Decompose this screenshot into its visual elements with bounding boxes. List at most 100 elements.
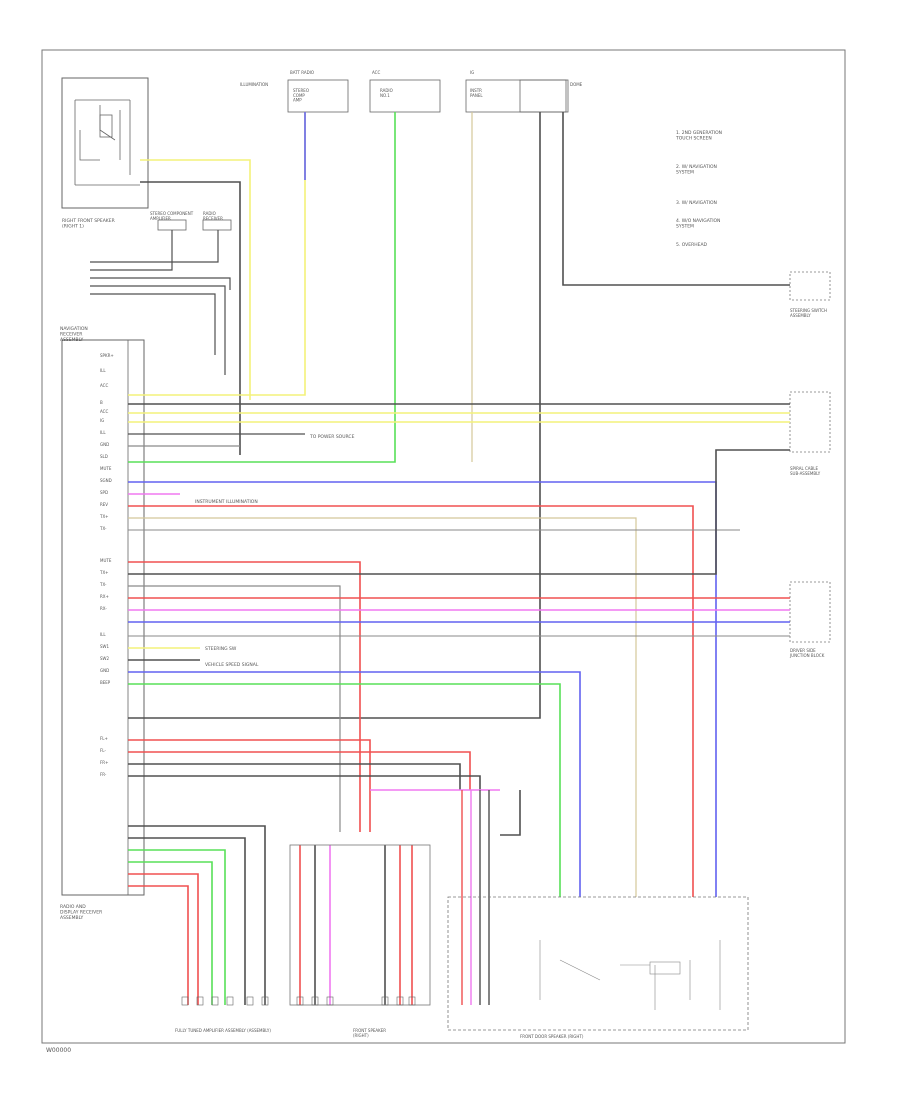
pin-label: ILL (100, 632, 106, 637)
wire-bundle-return (500, 790, 521, 836)
pin-label: TX- (99, 582, 107, 587)
connector-pin (396, 996, 404, 1006)
wire-bottom-1 (128, 825, 266, 1005)
right-connector-1 (789, 271, 831, 301)
fuse-label-acc: ACC (372, 70, 380, 75)
connector-pin (408, 996, 416, 1006)
wire-tan-long (128, 517, 637, 897)
pin-label: GND (100, 668, 109, 673)
wire-fuse-yellow (128, 112, 306, 396)
wire-harness-2 (90, 230, 173, 271)
connector-pin (211, 996, 219, 1006)
fuse-label-ig: IG (470, 70, 474, 75)
pin-label: SW2 (100, 656, 109, 661)
wire-bottom-5 (128, 873, 199, 1005)
connector-pin (181, 996, 189, 1006)
pin-label: SW1 (100, 644, 109, 649)
connector-pin (226, 996, 234, 1006)
note-instrument-illumination: INSTRUMENT ILLUMINATION (195, 499, 258, 505)
main-unit-box (61, 339, 145, 896)
pin-label: SPD (100, 490, 108, 495)
pin-label: FL+ (100, 736, 108, 741)
wire-red-5 (128, 739, 371, 832)
speaker-module-label: RIGHT FRONT SPEAKER(RIGHT 1) (62, 218, 115, 229)
wire-blue-long (128, 481, 717, 897)
pin-label: TX- (99, 526, 107, 531)
connector-pin (296, 996, 304, 1006)
wire-fuse-black (128, 112, 541, 719)
pin-label: FL- (100, 748, 106, 753)
bottom-pins (181, 996, 416, 1006)
pin-label: MUTE (100, 558, 112, 563)
note-power-source: TO POWER SOURCE (309, 434, 355, 440)
pin-label: ACC (100, 409, 108, 414)
wire-bottom-2 (128, 837, 246, 1005)
fuse-label-batt: BATT RADIO (290, 70, 314, 75)
pin-label: RX+ (100, 594, 109, 599)
bottom-module-right (447, 896, 749, 1031)
note-vehicle-speed: VEHICLE SPEED SIGNAL (205, 662, 259, 668)
right-connector-3 (789, 581, 831, 643)
wire-harness-1 (90, 230, 219, 263)
wire-red-2 (128, 561, 361, 832)
stereo-amp-box (157, 219, 187, 231)
pin-label: ILL (100, 430, 106, 435)
fuse-block (287, 79, 569, 113)
wire-harness-5 (90, 293, 216, 355)
connector-pin (381, 996, 389, 1006)
pin-label: SPKR+ (100, 353, 114, 358)
bottom-center-label: FRONT SPEAKER(RIGHT) (353, 1028, 386, 1038)
wire-green-4 (128, 683, 561, 897)
pin-label: REV (100, 502, 108, 507)
connector-pin (246, 996, 254, 1006)
pin-label: IG (100, 418, 104, 423)
wire-harness-4 (90, 285, 226, 375)
connector-pin (196, 996, 204, 1006)
pin-label: TX+ (99, 570, 109, 575)
pin-label: ILL (100, 368, 106, 373)
radio-receiver-box (202, 219, 232, 231)
fuse-label-dome: DOME (570, 82, 583, 87)
fuse-label-illum: ILLUMINATION (240, 82, 268, 87)
note-steering-sw: STEERING SW (205, 646, 237, 652)
pin-label: BEEP (100, 680, 111, 685)
pin-label: ACC (100, 383, 108, 388)
wire-red-long (128, 505, 694, 897)
pin-label: FR+ (100, 760, 108, 765)
pin-label: FR- (100, 772, 107, 777)
pin-label: MUTE (100, 466, 112, 471)
wire-black-7 (128, 775, 481, 790)
wire-fuse-green (128, 112, 396, 463)
legend-item-5: 5. OVERHEAD (676, 242, 708, 248)
bottom-left-label: FULLY TUNED AMPLIFIER ASSEMBLY (ASSEMBLY… (175, 1028, 271, 1033)
connector-pin (326, 996, 334, 1006)
wire-fuse-black-2 (562, 112, 790, 286)
wires (90, 112, 790, 1005)
legend-item-3: 3. W/ NAVIGATION (676, 200, 717, 206)
wire-speaker-black (140, 181, 241, 455)
wire-gray-2 (128, 585, 341, 832)
wire-red-6 (128, 751, 471, 790)
wire-black-6 (128, 763, 461, 790)
pin-label: TX+ (99, 514, 109, 519)
connector-pin (261, 996, 269, 1006)
wire-blue-4 (128, 671, 581, 897)
right-connector-2 (789, 391, 831, 453)
outer-border (41, 49, 846, 1044)
pin-label: SLD (100, 454, 108, 459)
pin-label: SGND (100, 478, 112, 483)
wire-bottom-4 (128, 861, 213, 1005)
bottom-right-label: FRONT DOOR SPEAKER (RIGHT) (520, 1034, 584, 1039)
pin-label: RX- (100, 606, 107, 611)
